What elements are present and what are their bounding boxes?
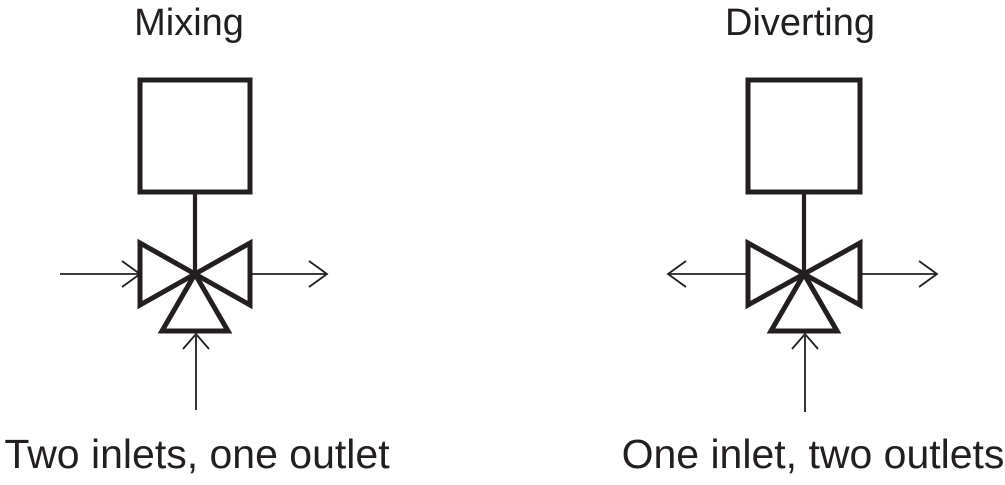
mixing-valve-diagram [60,77,329,410]
inlet-arrow-bottom-icon [791,332,819,412]
valve-right-triangle [798,238,863,310]
actuator-box [137,77,253,195]
valve-left-triangle [137,238,201,310]
outlet-arrow-left-icon [666,260,748,288]
inlet-arrow-left-icon [60,260,142,288]
diverting-caption: One inlet, two outlets [621,431,1005,477]
diverting-title: Diverting [725,2,875,44]
mixing-caption: Two inlets, one outlet [4,431,390,477]
valve-right-triangle [189,238,253,310]
outlet-arrow-right-icon [251,260,329,288]
valve-bottom-triangle [157,269,233,334]
valve-bottom-triangle [766,269,842,334]
actuator-box [745,77,863,195]
mixing-title: Mixing [134,2,244,44]
outlet-arrow-right-icon [861,260,939,288]
diverting-valve-diagram [666,77,939,412]
valve-left-triangle [745,238,810,310]
inlet-arrow-bottom-icon [182,332,210,410]
